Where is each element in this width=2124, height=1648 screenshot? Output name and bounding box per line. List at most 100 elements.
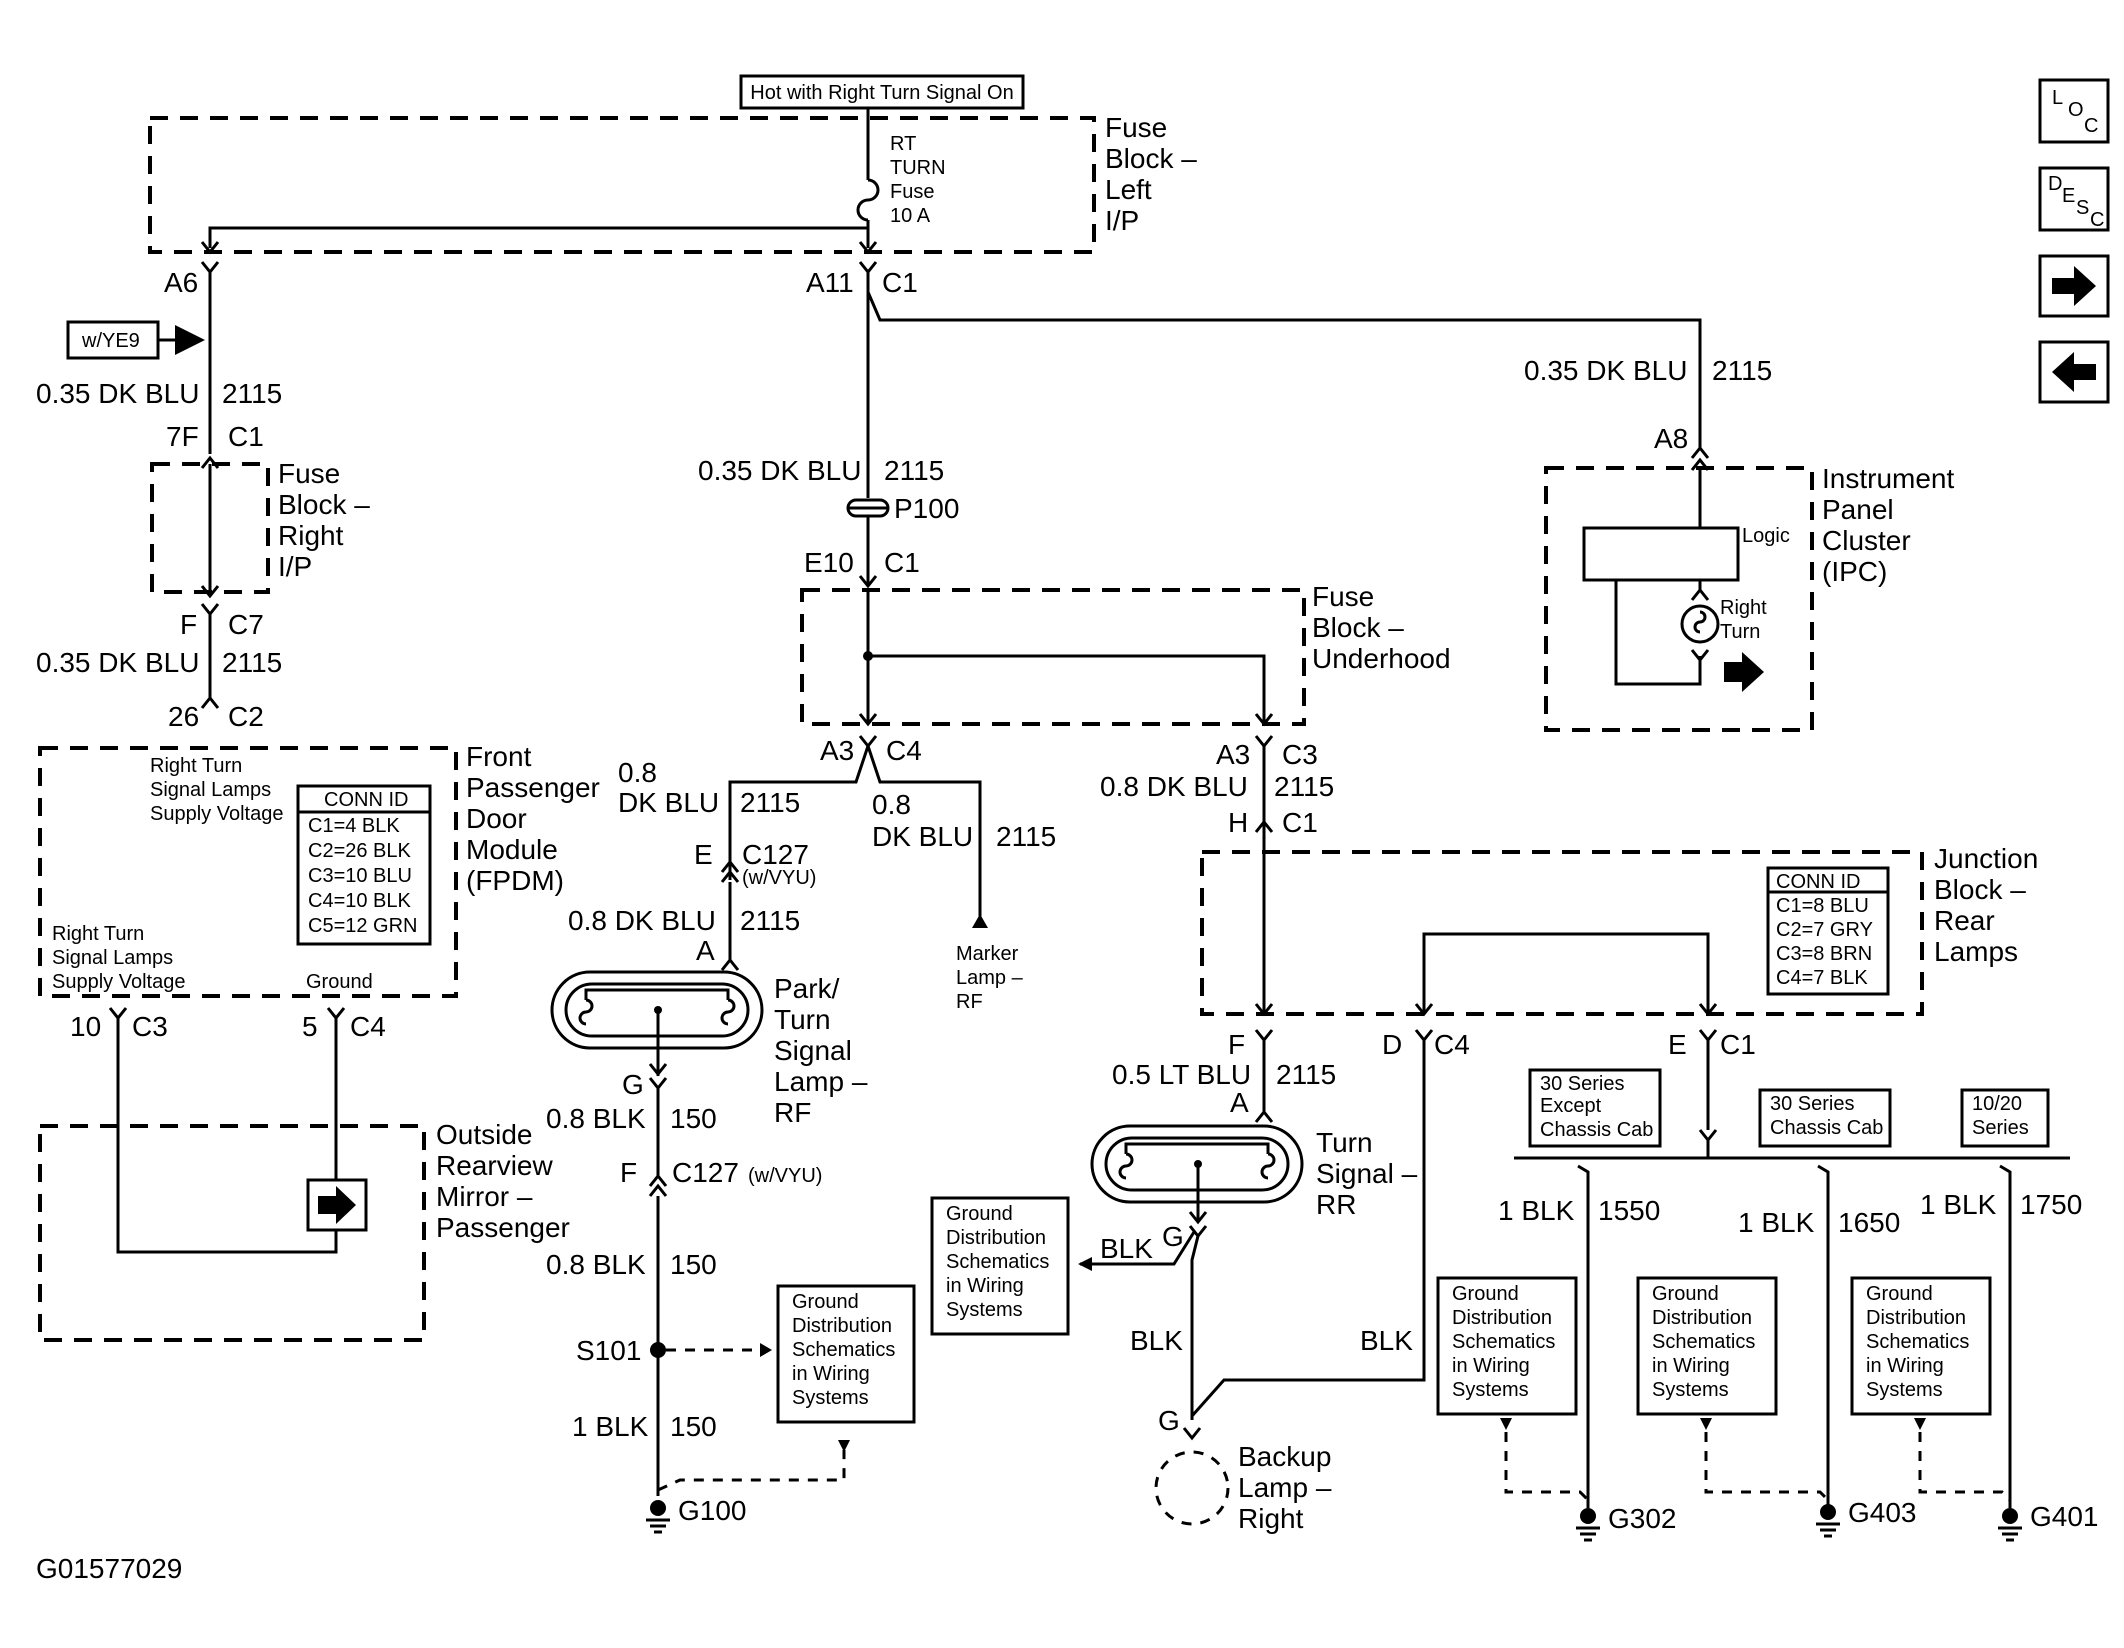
svg-text:C5=12 GRN: C5=12 GRN: [308, 915, 418, 937]
svg-text:Systems: Systems: [1866, 1379, 1943, 1401]
svg-text:C1: C1: [1720, 1029, 1756, 1060]
svg-text:O: O: [2068, 99, 2084, 121]
svg-text:C4: C4: [886, 735, 922, 766]
svg-text:E10: E10: [804, 547, 854, 578]
svg-text:CONN ID: CONN ID: [1776, 871, 1860, 893]
fuse-block-underhood: Fuse Block – Underhood: [800, 581, 1451, 726]
svg-text:1 BLK: 1 BLK: [1920, 1189, 1997, 1220]
svg-text:I/P: I/P: [1105, 205, 1139, 236]
svg-text:Left: Left: [1105, 174, 1152, 205]
ground-distribution-ref-4[interactable]: Ground Distribution Schematics in Wiring…: [1636, 1276, 1778, 1416]
svg-text:10 A: 10 A: [890, 205, 931, 227]
svg-text:1 BLK: 1 BLK: [572, 1411, 649, 1442]
svg-text:Fuse: Fuse: [890, 181, 934, 203]
svg-text:C127: C127: [672, 1157, 739, 1188]
svg-text:(FPDM): (FPDM): [466, 865, 564, 896]
svg-text:Block –: Block –: [1312, 612, 1404, 643]
junction-block-rear-lamps: Junction Block – Rear Lamps: [1200, 843, 2038, 1016]
svg-text:Turn: Turn: [1316, 1127, 1373, 1158]
svg-text:in Wiring: in Wiring: [1866, 1355, 1944, 1377]
svg-text:C2=26 BLK: C2=26 BLK: [308, 840, 412, 862]
svg-text:E: E: [694, 839, 713, 870]
ground-distribution-ref-3[interactable]: Ground Distribution Schematics in Wiring…: [1436, 1276, 1578, 1416]
svg-text:Supply Voltage: Supply Voltage: [52, 971, 185, 993]
ground-distribution-ref-1[interactable]: Ground Distribution Schematics in Wiring…: [776, 1284, 916, 1424]
svg-text:1750: 1750: [2020, 1189, 2082, 1220]
right-turn-indicator-bulb: [1680, 604, 1720, 644]
svg-text:A3: A3: [1216, 739, 1250, 770]
svg-text:A11: A11: [806, 267, 854, 298]
svg-text:BLK: BLK: [1100, 1233, 1153, 1264]
ground-distribution-ref-2[interactable]: Ground Distribution Schematics in Wiring…: [930, 1196, 1070, 1336]
next-page-button[interactable]: [2038, 254, 2110, 318]
svg-text:Fuse: Fuse: [1105, 112, 1167, 143]
series-10-20: 10/20 Series: [1960, 1088, 2050, 1148]
svg-text:C1=4 BLK: C1=4 BLK: [308, 815, 400, 837]
option-tag-w-ye9: w/YE9: [66, 320, 205, 360]
series-30-chassis-cab: 30 Series Chassis Cab: [1758, 1088, 1892, 1148]
svg-text:2115: 2115: [1276, 1059, 1336, 1090]
svg-text:D: D: [2048, 173, 2062, 195]
ground-g302: G302: [1576, 1503, 1677, 1542]
outside-rearview-mirror-passenger: Outside Rearview Mirror – Passenger: [38, 1119, 570, 1342]
svg-text:Systems: Systems: [1652, 1379, 1729, 1401]
svg-text:Hot with Right Turn Signal On: Hot with Right Turn Signal On: [750, 82, 1013, 104]
description-button[interactable]: D E S C: [2038, 166, 2110, 232]
svg-text:Lamps: Lamps: [1934, 936, 2018, 967]
svg-text:w/YE9: w/YE9: [81, 330, 140, 352]
svg-text:G100: G100: [678, 1495, 747, 1526]
svg-text:H: H: [1228, 807, 1248, 838]
svg-text:C1: C1: [1282, 807, 1318, 838]
svg-text:in Wiring: in Wiring: [792, 1363, 870, 1385]
ground-g403: G403: [1816, 1497, 1917, 1538]
svg-text:C4: C4: [350, 1011, 386, 1042]
svg-text:Park/: Park/: [774, 973, 840, 1004]
svg-text:1550: 1550: [1598, 1195, 1660, 1226]
svg-text:C4: C4: [1434, 1029, 1470, 1060]
svg-text:G302: G302: [1608, 1503, 1677, 1534]
svg-text:Ground: Ground: [1866, 1283, 1933, 1305]
svg-text:C2=7 GRY: C2=7 GRY: [1776, 919, 1873, 941]
svg-text:in Wiring: in Wiring: [1652, 1355, 1730, 1377]
svg-text:Rear: Rear: [1934, 905, 1995, 936]
svg-text:Supply Voltage: Supply Voltage: [150, 803, 283, 825]
svg-text:0.8: 0.8: [618, 757, 657, 788]
svg-text:Right: Right: [278, 520, 344, 551]
svg-text:A: A: [696, 935, 715, 966]
svg-text:Outside: Outside: [436, 1119, 533, 1150]
connector-a11-c1: A11 C1: [806, 261, 918, 298]
svg-text:Right: Right: [1720, 597, 1767, 619]
svg-text:BLK: BLK: [1360, 1325, 1413, 1356]
svg-text:BLK: BLK: [1130, 1325, 1183, 1356]
svg-text:Block –: Block –: [1934, 874, 2026, 905]
ipc-logic-box: [1582, 526, 1740, 582]
svg-text:I/P: I/P: [278, 551, 312, 582]
svg-text:Distribution: Distribution: [1452, 1307, 1552, 1329]
fuse-symbol: [856, 178, 880, 222]
svg-text:D: D: [1382, 1029, 1402, 1060]
svg-text:Ground: Ground: [792, 1291, 859, 1313]
svg-text:Panel: Panel: [1822, 494, 1894, 525]
fuse-block-left-ip: Fuse Block – Left I/P: [148, 112, 1197, 254]
svg-text:5: 5: [302, 1011, 318, 1042]
svg-text:Marker: Marker: [956, 943, 1019, 965]
svg-text:Instrument: Instrument: [1822, 463, 1954, 494]
svg-text:Systems: Systems: [946, 1299, 1023, 1321]
svg-text:G403: G403: [1848, 1497, 1917, 1528]
svg-text:7F: 7F: [166, 421, 199, 452]
location-button[interactable]: L O C: [2038, 78, 2110, 144]
svg-text:2115: 2115: [740, 905, 800, 936]
ground-distribution-ref-5[interactable]: Ground Distribution Schematics in Wiring…: [1850, 1276, 1992, 1416]
svg-text:Backup: Backup: [1238, 1441, 1331, 1472]
svg-text:30 Series: 30 Series: [1770, 1093, 1855, 1115]
svg-text:1650: 1650: [1838, 1207, 1900, 1238]
svg-text:L: L: [2052, 87, 2063, 109]
svg-text:150: 150: [670, 1103, 717, 1134]
rt-turn-fuse: RT TURN Fuse 10 A: [856, 133, 946, 227]
fpdm-conn-id-table: CONN ID C1=4 BLK C2=26 BLK C3=10 BLU C4=…: [296, 784, 432, 946]
svg-text:Right Turn: Right Turn: [150, 755, 242, 777]
previous-page-button[interactable]: [2038, 340, 2110, 404]
svg-text:F: F: [1228, 1029, 1245, 1060]
svg-text:Turn: Turn: [774, 1004, 831, 1035]
svg-text:Signal Lamps: Signal Lamps: [150, 779, 271, 801]
